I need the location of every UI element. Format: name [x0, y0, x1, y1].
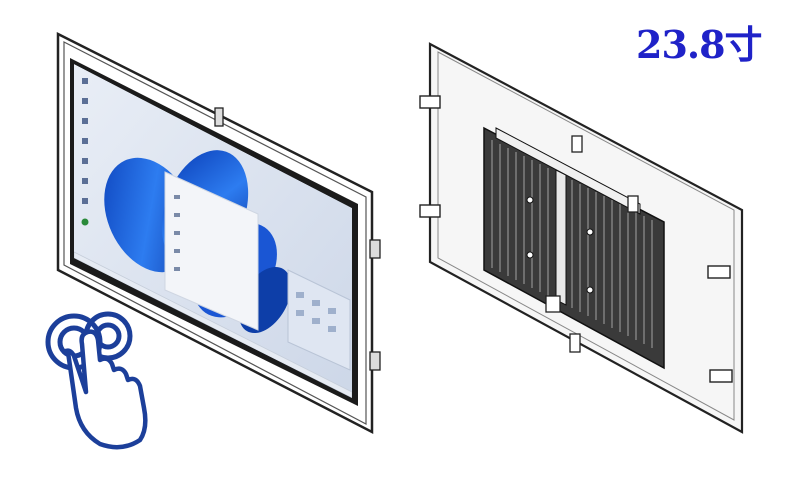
multi-touch-hand-icon [45, 311, 148, 450]
screen-size-label: 23.8寸 [636, 22, 763, 67]
rear-mount-clips [419, 95, 733, 383]
heatsink-enclosure [483, 126, 665, 370]
rear-view [419, 42, 744, 434]
taskbar [74, 251, 352, 398]
desktop-screen [74, 64, 352, 398]
front-monitor [56, 31, 381, 435]
side-brackets [214, 107, 381, 371]
desktop-icons [81, 78, 89, 226]
start-menu-panel [164, 171, 259, 331]
